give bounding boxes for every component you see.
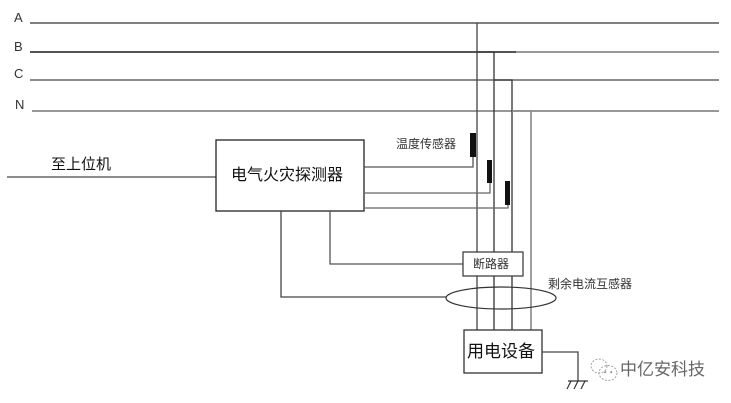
residual-current-transformer (445, 286, 557, 310)
rct-wire (280, 211, 446, 298)
phase-label-b: B (14, 39, 23, 54)
phase-label-a: A (14, 10, 23, 25)
ground-wire (542, 351, 579, 381)
equipment-box (463, 329, 543, 374)
temperature-sensor-c (505, 181, 510, 205)
sensor-wire-3 (364, 205, 509, 209)
host-label: 至上位机 (51, 155, 112, 173)
watermark-text: 中亿安科技 (620, 360, 705, 380)
phase-label-n: N (15, 97, 25, 112)
breaker-wire (329, 211, 463, 265)
temperature-sensor-b (487, 160, 492, 183)
residual-current-transformer-label: 剩余电流互感器 (548, 277, 633, 291)
breaker-label: 断路器 (473, 257, 510, 271)
wechat-icon (590, 358, 618, 381)
ground-icon (566, 380, 588, 390)
temperature-sensor-label: 温度传感器 (396, 137, 457, 151)
detector-label: 电气火灾探测器 (231, 165, 344, 184)
drop-b (477, 51, 495, 330)
detector-box (215, 139, 365, 212)
phase-label-c: C (14, 66, 24, 81)
breaker-box (462, 251, 524, 277)
sensor-wire-1 (364, 157, 474, 168)
drop-n (512, 110, 532, 330)
temperature-sensor-a (470, 133, 476, 157)
drop-c (494, 79, 513, 330)
equipment-label: 用电设备 (467, 342, 535, 362)
sensor-wire-2 (364, 183, 491, 194)
